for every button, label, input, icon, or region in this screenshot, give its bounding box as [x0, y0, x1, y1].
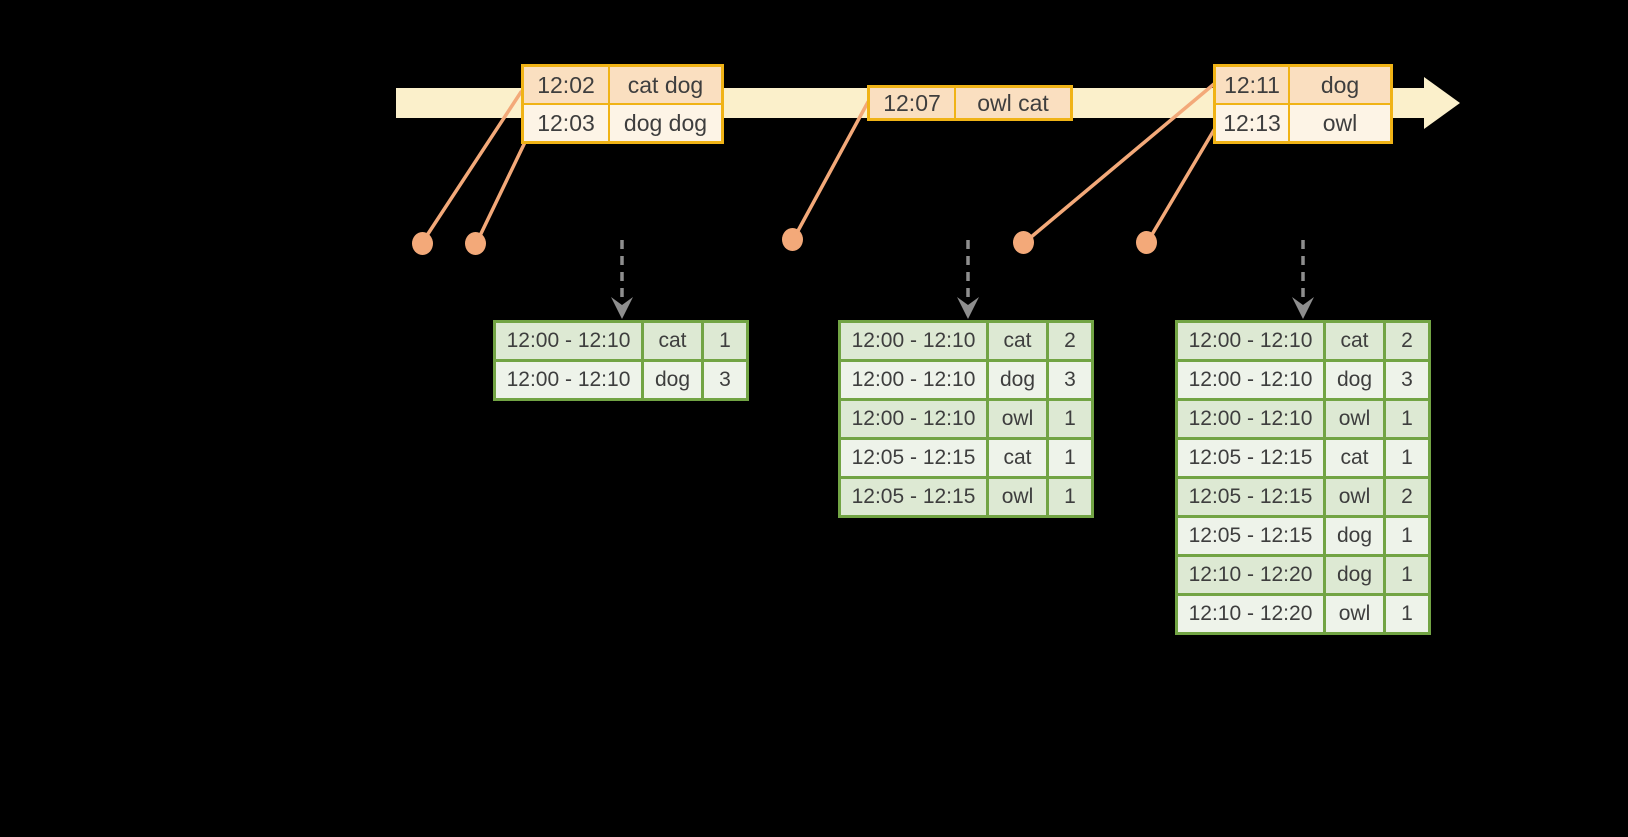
time-cell: 12:13	[1216, 105, 1288, 141]
word-cell: dog	[644, 362, 701, 398]
time-cell: 12:03	[524, 105, 608, 141]
word-cell: cat	[1326, 440, 1383, 476]
window-cell: 12:00 - 12:10	[496, 323, 641, 359]
window-cell: 12:00 - 12:10	[1178, 362, 1323, 398]
window-cell: 12:05 - 12:15	[1178, 518, 1323, 554]
word-cell: cat	[989, 440, 1046, 476]
word-cell: dog	[1326, 362, 1383, 398]
window-cell: 12:00 - 12:10	[1178, 401, 1323, 437]
count-cell: 1	[1386, 401, 1428, 437]
words-cell: cat dog	[610, 67, 721, 103]
count-cell: 1	[1386, 440, 1428, 476]
count-cell: 2	[1386, 323, 1428, 359]
count-cell: 1	[1049, 401, 1091, 437]
count-cell: 2	[1386, 479, 1428, 515]
word-cell: cat	[644, 323, 701, 359]
word-cell: owl	[989, 401, 1046, 437]
count-cell: 1	[704, 323, 746, 359]
window-cell: 12:00 - 12:10	[841, 401, 986, 437]
connector-line	[474, 136, 529, 246]
count-cell: 1	[1049, 479, 1091, 515]
arrow-down-icon	[1292, 297, 1314, 319]
word-cell: dog	[1326, 557, 1383, 593]
window-cell: 12:00 - 12:10	[841, 362, 986, 398]
arrow-down-icon	[957, 297, 979, 319]
word-cell: owl	[1326, 596, 1383, 632]
word-cell: owl	[1326, 401, 1383, 437]
window-cell: 12:00 - 12:10	[1178, 323, 1323, 359]
word-cell: dog	[989, 362, 1046, 398]
event-marker-dot	[1013, 231, 1034, 254]
timeline-arrow-right-icon	[1424, 77, 1460, 129]
window-cell: 12:00 - 12:10	[841, 323, 986, 359]
window-cell: 12:05 - 12:15	[841, 440, 986, 476]
window-cell: 12:00 - 12:10	[496, 362, 641, 398]
count-cell: 1	[1386, 518, 1428, 554]
event-marker-dot	[412, 232, 433, 255]
count-cell: 3	[1386, 362, 1428, 398]
words-cell: owl	[1290, 105, 1390, 141]
word-cell: owl	[1326, 479, 1383, 515]
time-cell: 12:07	[870, 88, 954, 118]
time-cell: 12:02	[524, 67, 608, 103]
count-cell: 1	[1049, 440, 1091, 476]
window-cell: 12:05 - 12:15	[1178, 479, 1323, 515]
count-cell: 1	[1386, 557, 1428, 593]
connector-line	[791, 100, 870, 242]
words-cell: dog dog	[610, 105, 721, 141]
event-marker-dot	[1136, 231, 1157, 254]
window-cell: 12:10 - 12:20	[1178, 596, 1323, 632]
word-cell: cat	[1326, 323, 1383, 359]
connector-line	[1145, 128, 1216, 245]
word-cell: dog	[1326, 518, 1383, 554]
count-cell: 1	[1386, 596, 1428, 632]
count-cell: 3	[1049, 362, 1091, 398]
word-cell: owl	[989, 479, 1046, 515]
words-cell: owl cat	[956, 88, 1070, 118]
count-cell: 2	[1049, 323, 1091, 359]
window-cell: 12:05 - 12:15	[1178, 440, 1323, 476]
window-cell: 12:05 - 12:15	[841, 479, 986, 515]
arrow-down-icon	[611, 297, 633, 319]
event-marker-dot	[465, 232, 486, 255]
window-cell: 12:10 - 12:20	[1178, 557, 1323, 593]
word-cell: cat	[989, 323, 1046, 359]
count-cell: 3	[704, 362, 746, 398]
words-cell: dog	[1290, 67, 1390, 103]
event-marker-dot	[782, 228, 803, 251]
time-cell: 12:11	[1216, 67, 1288, 103]
